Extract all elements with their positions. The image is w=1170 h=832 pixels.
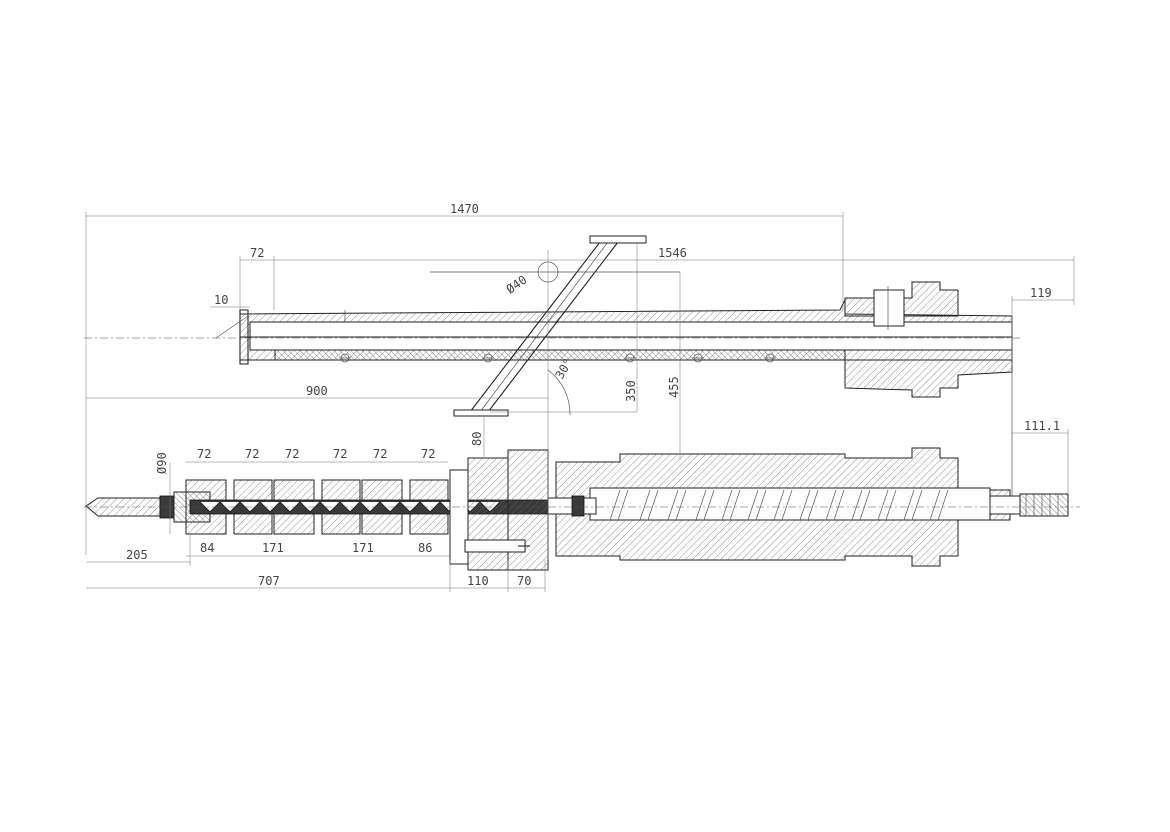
dim-1470: 1470 [450, 202, 479, 216]
dim-171-a: 171 [262, 541, 284, 555]
dim-110: 110 [467, 574, 489, 588]
dim-455: 455 [667, 376, 681, 398]
dim-171-b: 171 [352, 541, 374, 555]
dim-heater-72-6: 72 [421, 447, 435, 461]
dim-diameter-40: Ø40 [504, 273, 530, 297]
upper-cylinder-assembly [84, 281, 1020, 398]
bolt-markers [339, 310, 776, 363]
dim-84: 84 [200, 541, 214, 555]
dim-heater-72-5: 72 [373, 447, 387, 461]
dimension-lines [85, 212, 1075, 592]
dim-diameter-90: Ø90 [155, 452, 169, 474]
dim-70: 70 [517, 574, 531, 588]
dim-205: 205 [126, 548, 148, 562]
dim-10: 10 [214, 293, 228, 307]
dim-111: 111.1 [1024, 419, 1060, 433]
dim-72-top: 72 [250, 246, 264, 260]
dim-86: 86 [418, 541, 432, 555]
dim-1546: 1546 [658, 246, 687, 260]
lower-barrel-assembly [84, 316, 1080, 571]
dim-heater-72-3: 72 [285, 447, 299, 461]
dim-80: 80 [470, 432, 484, 446]
dim-900: 900 [306, 384, 328, 398]
dim-heater-72-2: 72 [245, 447, 259, 461]
dim-119: 119 [1030, 286, 1052, 300]
dim-350: 350 [624, 380, 638, 402]
dim-heater-72-1: 72 [197, 447, 211, 461]
dim-heater-72-4: 72 [333, 447, 347, 461]
dim-707: 707 [258, 574, 280, 588]
